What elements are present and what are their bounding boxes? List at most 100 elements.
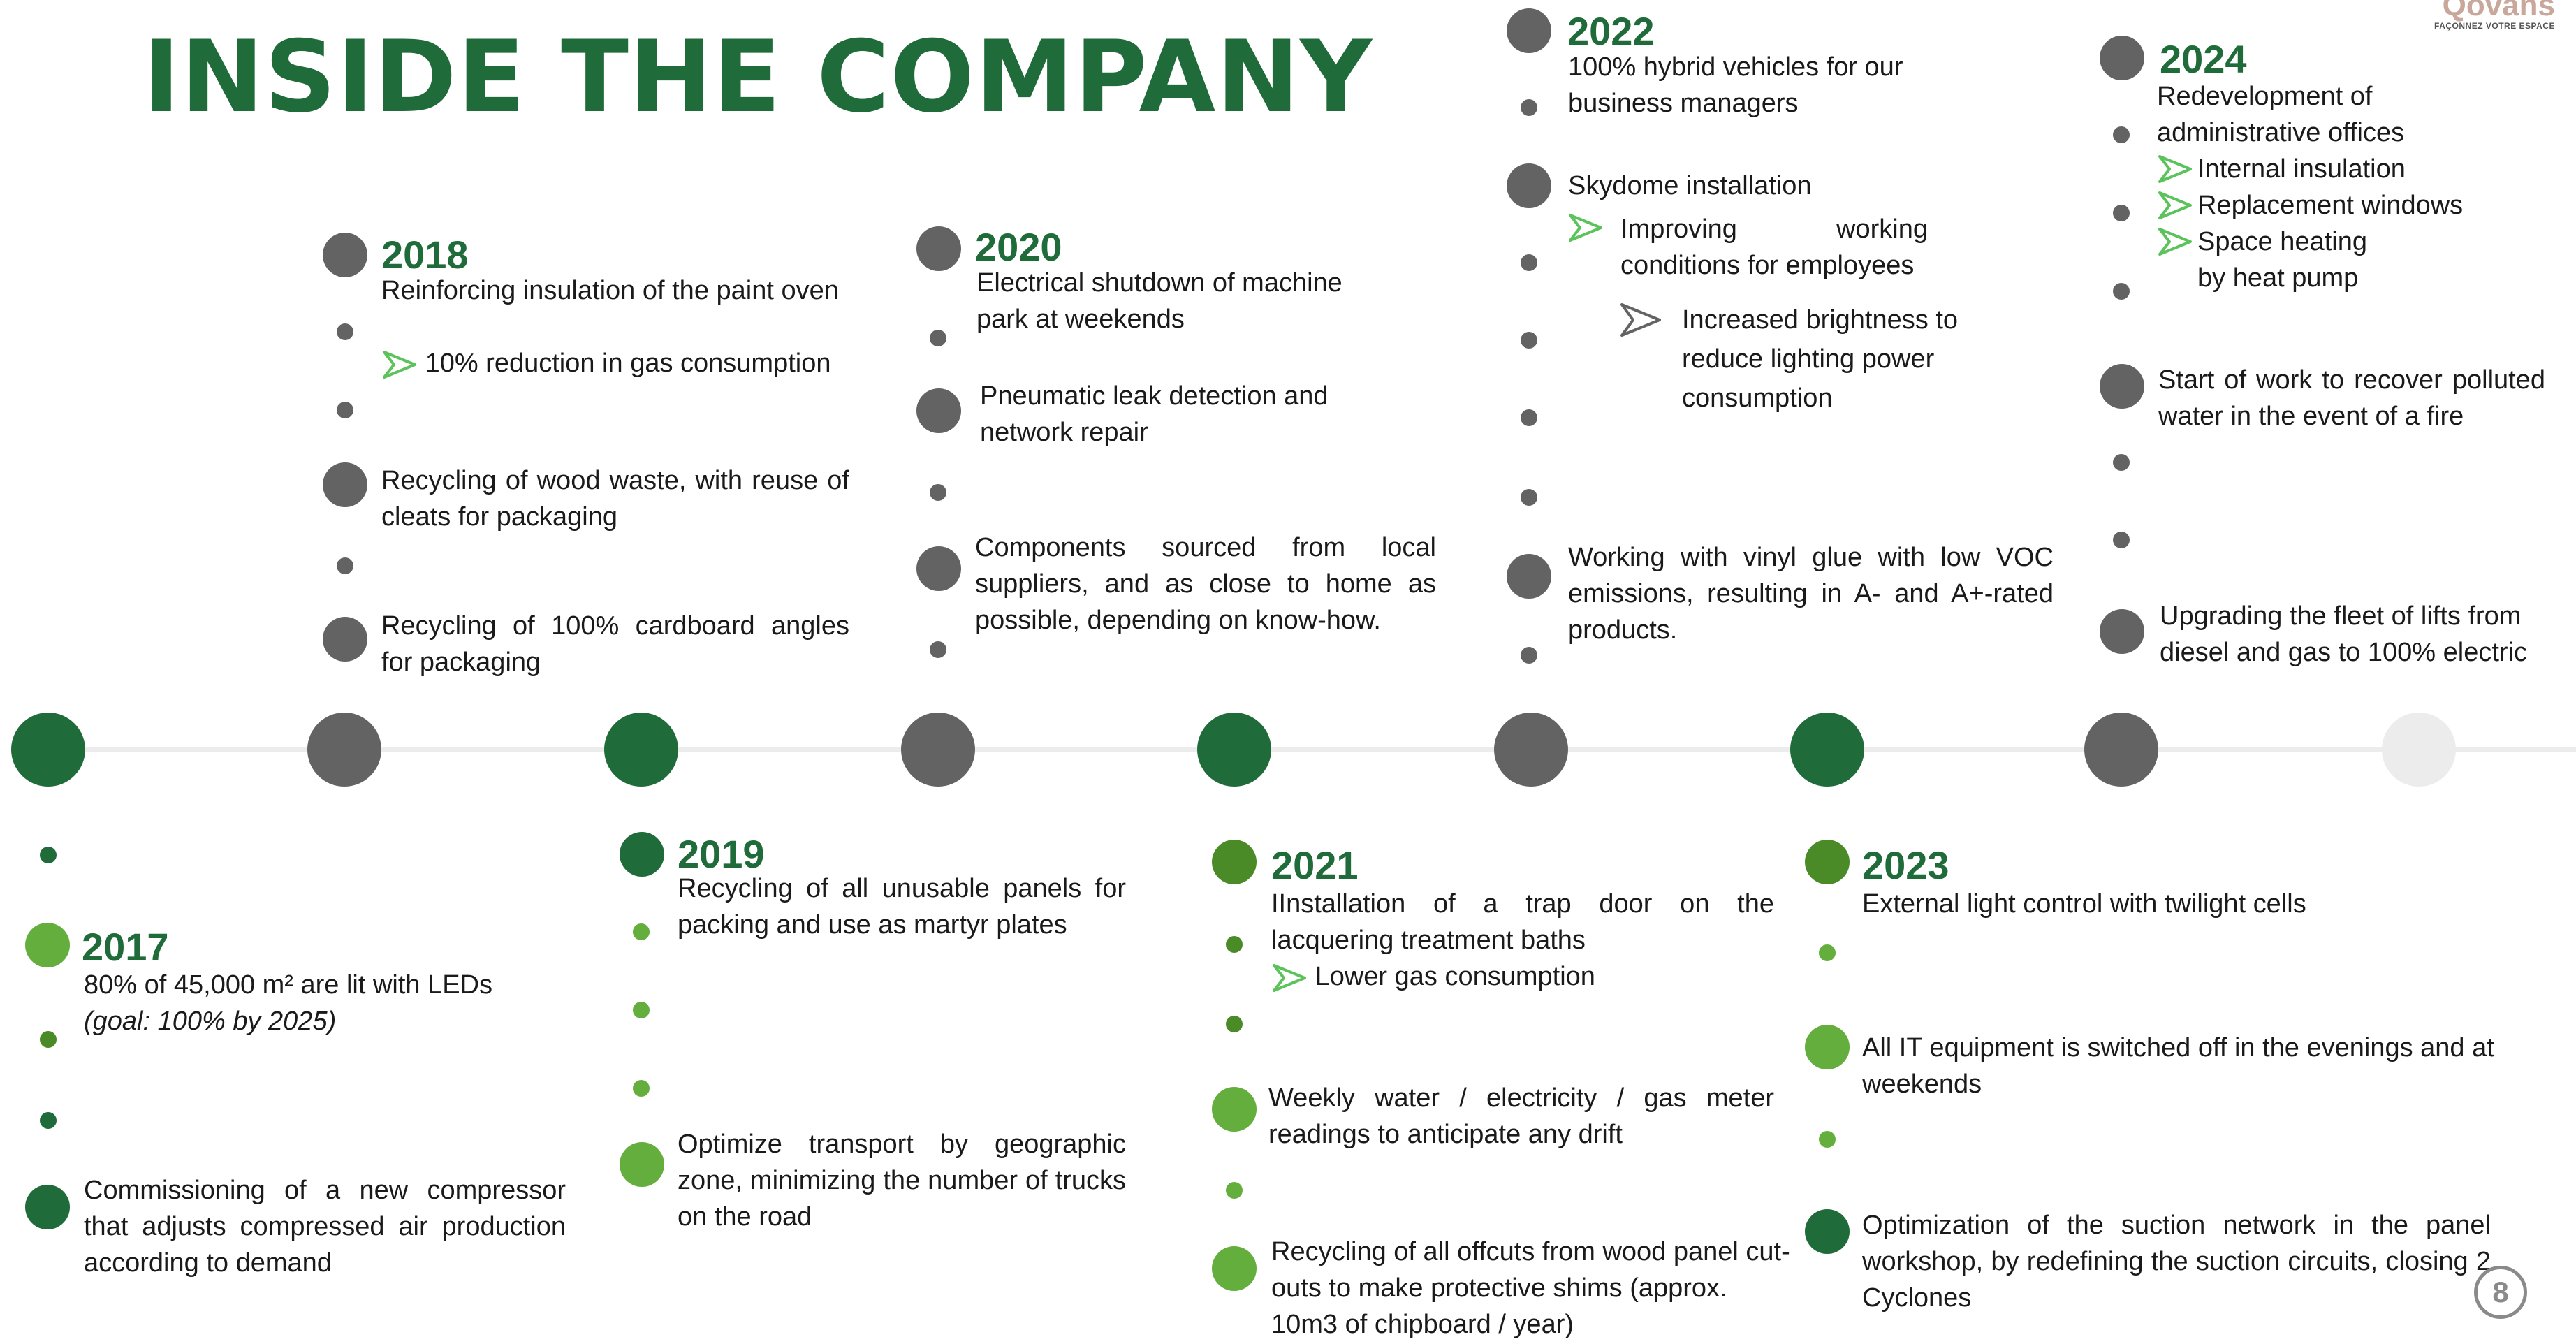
item-bullet xyxy=(25,923,70,967)
item-bullet xyxy=(2100,36,2144,80)
connector-dot xyxy=(40,847,57,863)
connector-dot xyxy=(40,1031,57,1048)
timeline-node-2019 xyxy=(604,713,678,787)
y2020-item3: Components sourced from local suppliers,… xyxy=(975,533,1436,635)
y2017-item1: 80% of 45,000 m² are lit with LEDs xyxy=(84,970,493,1000)
y2024-item1-sub1: Internal insulation xyxy=(2197,154,2406,184)
connector-dot xyxy=(930,330,946,346)
connector-dot xyxy=(337,402,353,418)
y2017-item1-note: (goal: 100% by 2025) xyxy=(84,1007,337,1036)
item-bullet xyxy=(916,546,961,591)
item-bullet xyxy=(323,462,367,507)
y2022-item2: Skydome installation xyxy=(1568,171,1812,200)
timeline-node-2022 xyxy=(1494,713,1568,787)
year-2017-label: 2017 xyxy=(82,925,169,969)
y2021-item1: IInstallation of a trap door on the lacq… xyxy=(1271,889,1774,955)
item-bullet xyxy=(323,233,367,277)
connector-dot xyxy=(1226,936,1243,953)
y2024-item1-sub2: Replacement windows xyxy=(2197,191,2464,220)
item-bullet xyxy=(1805,840,1850,884)
y2023-item3: Optimization of the suction network in t… xyxy=(1862,1211,2491,1313)
timeline-node-2023 xyxy=(1790,713,1864,787)
connector-dot xyxy=(930,484,946,501)
year-2018-label: 2018 xyxy=(381,233,469,277)
year-2021-label: 2021 xyxy=(1271,843,1359,887)
y2021-item1-sub: Lower gas consumption xyxy=(1271,958,1760,995)
year-2019-label: 2019 xyxy=(678,832,765,876)
connector-dot xyxy=(2113,126,2130,143)
arrow-right-icon xyxy=(2158,191,2192,219)
y2022-item3: Working with vinyl glue with low VOC emi… xyxy=(1568,543,2054,645)
logo-tagline: FAÇONNEZ VOTRE ESPACE xyxy=(2434,21,2555,31)
y2020-item1: Electrical shutdown of machine park at w… xyxy=(976,268,1342,334)
y2019-item1: Recycling of all unusable panels for pac… xyxy=(678,874,1126,940)
connector-dot xyxy=(1819,1131,1836,1148)
y2020-item2: Pneumatic leak detection and network rep… xyxy=(980,381,1329,447)
y2018-item2: Recycling of wood waste, with reuse of c… xyxy=(381,466,849,532)
y2022-item2-sub1: Improving working conditions for employe… xyxy=(1620,214,1928,280)
connector-dot xyxy=(633,1080,650,1097)
connector-dot xyxy=(633,1002,650,1018)
item-bullet xyxy=(620,1142,664,1187)
item-bullet xyxy=(1805,1025,1850,1069)
timeline-node-2017 xyxy=(11,713,85,787)
y2024-item1-sub3-cont: by heat pump xyxy=(2197,263,2359,293)
connector-dot xyxy=(2113,532,2130,548)
y2018-item1: Reinforcing insulation of the paint oven xyxy=(381,276,839,305)
connector-dot xyxy=(2113,454,2130,471)
connector-dot xyxy=(1521,647,1537,664)
arrow-right-icon xyxy=(1569,214,1602,242)
item-bullet xyxy=(1507,554,1551,599)
arrow-right-icon xyxy=(1273,963,1306,992)
logo-brand: Qovans xyxy=(2442,0,2555,22)
connector-dot xyxy=(1226,1016,1243,1032)
y2021-item2: Weekly water / electricity / gas meter r… xyxy=(1268,1083,1774,1149)
item-bullet xyxy=(323,617,367,662)
arrow-right-icon xyxy=(1620,303,1661,337)
y2018-item1-sub: 10% reduction in gas consumption xyxy=(381,345,856,381)
item-bullet xyxy=(1805,1209,1850,1254)
timeline-node-future xyxy=(2382,713,2456,787)
year-2022-label: 2022 xyxy=(1567,9,1655,53)
y2024-item3: Upgrading the fleet of lifts from diesel… xyxy=(2160,601,2527,667)
y2019-item2: Optimize transport by geographic zone, m… xyxy=(678,1130,1126,1232)
item-bullet xyxy=(1507,8,1551,53)
y2022-item2-sub2: Increased brightness to reduce lighting … xyxy=(1682,305,1959,413)
y2024-item1: Redevelopment of administrative offices xyxy=(2157,82,2405,147)
y2021-item3: Recycling of all offcuts from wood panel… xyxy=(1271,1237,1790,1339)
year-2024-label: 2024 xyxy=(2160,37,2247,81)
connector-dot xyxy=(337,323,353,340)
item-bullet xyxy=(25,1185,70,1229)
item-bullet xyxy=(2100,609,2144,654)
item-bullet xyxy=(1212,1246,1257,1291)
arrow-right-icon xyxy=(383,350,416,379)
item-bullet xyxy=(620,832,664,877)
y2018-item1-sub-text: 10% reduction in gas consumption xyxy=(425,349,831,378)
timeline-node-2018 xyxy=(307,713,381,787)
connector-dot xyxy=(1521,99,1537,116)
y2018-item3: Recycling of 100% cardboard angles for p… xyxy=(381,611,849,677)
year-2023-label: 2023 xyxy=(1862,843,1949,887)
y2024-item1-sub3: Space heating xyxy=(2197,227,2367,256)
item-bullet xyxy=(1212,1087,1257,1132)
item-bullet xyxy=(916,226,961,271)
item-bullet xyxy=(1212,840,1257,884)
connector-dot xyxy=(337,557,353,574)
company-logo: Qovans FAÇONNEZ VOTRE ESPACE xyxy=(2434,0,2555,31)
item-bullet xyxy=(2100,364,2144,409)
connector-dot xyxy=(633,923,650,940)
y2023-item1: External light control with twilight cel… xyxy=(1862,889,2306,919)
y2024-item2: Start of work to recover polluted water … xyxy=(2158,365,2545,431)
year-2020-label: 2020 xyxy=(975,225,1062,269)
timeline-axis xyxy=(21,747,2576,752)
connector-dot xyxy=(1521,332,1537,349)
connector-dot xyxy=(1521,489,1537,506)
page-number: 8 xyxy=(2474,1266,2527,1319)
connector-dot xyxy=(2113,205,2130,221)
connector-dot xyxy=(1226,1182,1243,1199)
connector-dot xyxy=(1819,944,1836,961)
item-bullet xyxy=(1507,163,1551,208)
connector-dot xyxy=(1521,409,1537,426)
page-title: INSIDE THE COMPANY xyxy=(143,20,1373,135)
connector-dot xyxy=(1521,254,1537,271)
